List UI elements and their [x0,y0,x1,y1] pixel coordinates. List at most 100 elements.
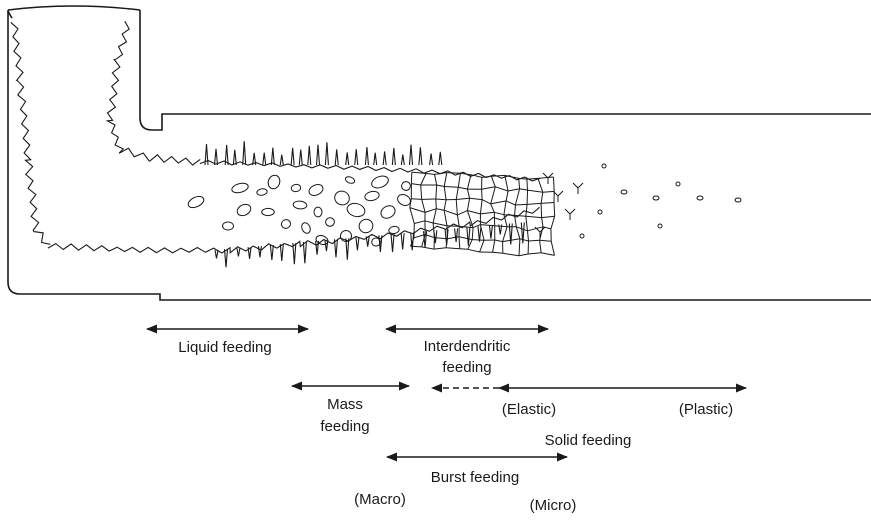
grain [235,202,252,218]
grain-boundary [482,200,491,204]
grain-boundary [504,201,506,215]
grain [388,226,399,235]
isolated-grain [602,164,606,168]
grain-boundary [540,240,542,253]
triple-junction [565,209,575,220]
grain-boundary [529,240,540,241]
grain-boundary [433,223,434,238]
grain-boundary [411,246,422,247]
grain-boundary [435,173,447,175]
isolated-grain [580,234,584,238]
grain-boundary [503,253,519,255]
dendrite-spike [334,239,337,257]
isolated-grain [653,196,659,200]
dendrite-spike [410,145,413,165]
grain-boundary [542,218,543,227]
grain-boundary [467,175,471,189]
isolated-grain [598,210,602,214]
isolated-grain [658,224,662,228]
grain-boundary [444,210,447,226]
grain-boundary [421,185,422,199]
grain-boundary [538,178,543,192]
dendrite-spike [392,148,395,165]
grain-boundary [540,240,552,241]
grain-boundary [527,179,528,190]
grain-boundary [425,221,433,223]
grain-boundary [411,184,420,185]
grain-boundary [422,247,434,249]
dendrite-spike [237,248,240,256]
grain-boundary [480,212,494,214]
dendrite-spike [489,225,492,238]
grain-boundary [444,200,446,210]
grain-boundary [554,177,555,191]
grain-boundary [491,204,495,212]
isolated-grain [697,196,703,200]
grain [231,182,250,195]
dendrite-spike [299,150,302,165]
dendrite-spike [478,226,481,241]
grain-boundary [426,174,435,175]
grain-boundary [495,240,503,242]
grain-boundary [444,187,458,188]
grain-boundary [444,173,447,187]
dendrite-spike [455,228,458,241]
grain-boundary [554,203,555,217]
grain-boundary [526,216,528,231]
dendrite-spike [419,147,422,165]
grain [379,203,398,220]
grain-boundary [456,187,458,199]
grain-boundary [541,253,554,256]
mould-outline [8,6,871,300]
grain [307,182,324,197]
dendrite-spike [280,244,283,261]
grain-boundary [551,216,555,229]
grain-boundary [519,178,527,179]
grain-boundary [541,203,542,217]
grain-boundary [458,173,460,187]
grain [357,217,376,235]
grain [280,218,292,230]
grain-boundary [447,237,459,239]
grain-boundary [527,178,538,179]
dendrite-spike [233,150,236,165]
grain [256,188,267,196]
grain-boundary [444,210,457,215]
isolated-grains [580,164,741,238]
grain-boundary [410,208,425,213]
grain-boundary [504,215,515,216]
triple-junction [573,183,583,194]
left-wall-dendrites [11,22,50,244]
grain-boundary [508,189,519,191]
grain-boundary [460,249,468,250]
grain-boundary [515,205,516,215]
grain [291,184,302,193]
grain [346,201,367,218]
grain [333,189,352,207]
grain-boundary [473,225,480,228]
grain-boundary [526,216,542,217]
grain-boundary [456,200,457,215]
grain-boundary [467,211,480,214]
dendrite-spike [271,148,274,165]
grain [300,221,312,234]
grain [314,207,322,217]
grain [325,218,334,227]
grain-boundary [516,227,520,239]
dendrite-spike [391,234,394,252]
grain-boundary [437,185,445,187]
grain-boundary [467,198,469,210]
dendrite-spike [258,246,261,257]
dendrite-spike [366,236,369,246]
solidification-front [11,21,540,267]
dendrite-spike [308,146,311,165]
grain-boundary [494,212,504,214]
grain [293,201,307,210]
triple-junction [543,173,553,184]
grain-boundary [493,252,503,253]
grain-boundary [482,187,496,190]
grain-boundary [542,216,555,217]
dendrite-spike [303,242,306,263]
